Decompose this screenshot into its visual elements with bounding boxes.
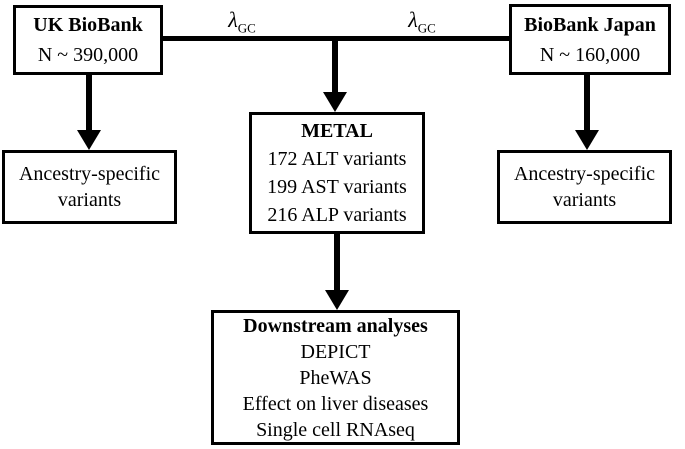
metal-ast-variants: 199 AST variants (267, 176, 407, 198)
downstream-depict: DEPICT (300, 340, 371, 363)
arrow-shaft-to-metal (332, 38, 338, 94)
lambda-gc-label-right: λGC (382, 6, 462, 34)
ancestry-right-line1: Ancestry-specific (513, 163, 656, 185)
metal-title: METAL (301, 120, 373, 142)
downstream-title: Downstream analyses (243, 314, 428, 337)
downstream-phewas: PheWAS (299, 366, 372, 389)
downstream-single-cell: Single cell RNAseq (256, 418, 415, 441)
lambda-symbol: λ (408, 7, 418, 32)
metal-box: METAL 172 ALT variants 199 AST variants … (249, 112, 425, 234)
arrow-shaft-uk-to-ancestry (86, 75, 92, 132)
arrow-head-japan-to-ancestry (575, 130, 599, 150)
ancestry-specific-variants-box-left: Ancestry-specific variants (2, 150, 177, 224)
uk-biobank-title: UK BioBank (33, 14, 143, 36)
lambda-subscript: GC (237, 20, 256, 36)
metal-alp-variants: 216 ALP variants (267, 204, 407, 226)
lambda-gc-label-left: λGC (202, 6, 282, 34)
arrow-head-uk-to-ancestry (77, 130, 101, 150)
ancestry-specific-variants-box-right: Ancestry-specific variants (497, 150, 672, 224)
arrow-head-to-metal (323, 92, 347, 112)
ancestry-left-line2: variants (57, 189, 122, 211)
ancestry-left-line1: Ancestry-specific (18, 163, 161, 185)
metal-alt-variants: 172 ALT variants (267, 148, 407, 170)
uk-biobank-sample-size: N ~ 390,000 (37, 44, 139, 66)
biobank-japan-title: BioBank Japan (524, 13, 656, 36)
arrow-head-metal-to-downstream (325, 290, 349, 310)
downstream-liver-diseases: Effect on liver diseases (242, 392, 429, 415)
downstream-analyses-box: Downstream analyses DEPICT PheWAS Effect… (211, 310, 460, 445)
biobank-japan-sample-size: N ~ 160,000 (539, 43, 641, 66)
arrow-shaft-japan-to-ancestry (584, 75, 590, 132)
arrow-shaft-metal-to-downstream (334, 234, 340, 292)
biobank-japan-box: BioBank Japan N ~ 160,000 (509, 4, 671, 75)
uk-biobank-box: UK BioBank N ~ 390,000 (13, 5, 163, 75)
lambda-subscript: GC (417, 20, 436, 36)
lambda-symbol: λ (228, 7, 238, 32)
ancestry-right-line2: variants (552, 189, 617, 211)
